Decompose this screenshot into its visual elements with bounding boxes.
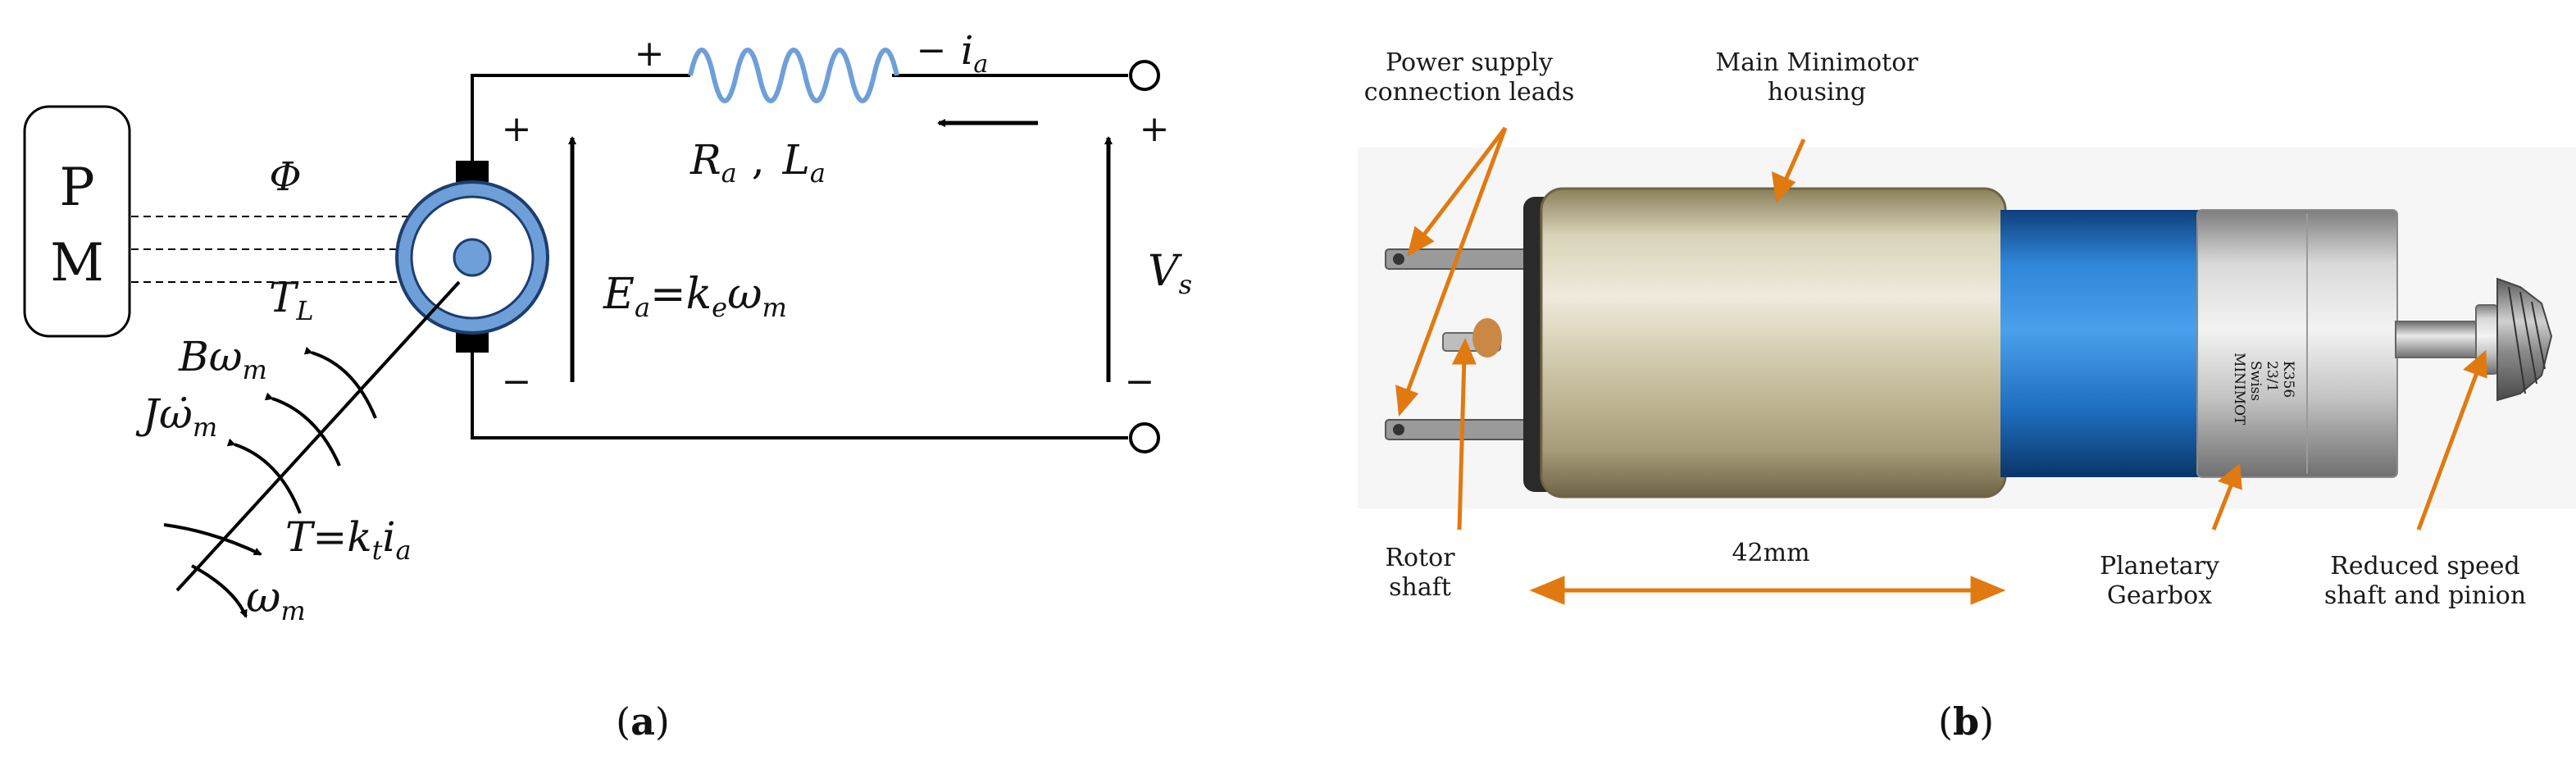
speed-label: ωm [246,573,306,626]
gearbox-steel [2196,209,2398,478]
flux-symbol: Φ [269,154,301,200]
motor-housing [1540,187,2007,499]
source-minus: − [1125,361,1155,403]
pm-top-letter: P [59,157,94,218]
motor-rotor [453,238,492,277]
label-length: 42mm [1732,539,1809,567]
motor-plus: + [502,108,532,150]
load-torque-label: TL [269,274,314,326]
coil-minus: − [917,30,947,71]
source-plus: + [1140,108,1170,150]
caption-b: (b) [1938,699,1994,744]
svg-text:MINIMOT: MINIMOT [2231,353,2247,426]
gearbox-marking: MINIMOT Swiss 23/1 K356 [2231,353,2296,426]
brush-top [456,161,489,182]
pm-block [23,105,131,338]
current-label: ia [961,28,988,79]
vs-label: Vs [1148,247,1192,300]
output-shaft [2395,321,2487,358]
armature-coil [688,48,899,103]
svg-text:K356: K356 [2280,361,2296,398]
svg-text:23/1: 23/1 [2264,361,2280,392]
circuit-wires [471,74,1128,439]
supply-leads [1385,248,1550,440]
torque-equation: T=ktia [285,513,412,566]
panel-a: P M Φ + − ia Ra,La + − [23,28,1192,744]
motor-minus: − [502,361,532,403]
inertia-label: Jω̇m [135,390,217,443]
friction-label: Bωm [178,333,267,385]
pm-bottom-letter: M [50,233,104,294]
gearbox-blue [2000,210,2201,477]
svg-text:Swiss: Swiss [2247,361,2264,401]
emf-equation: Ea=keωm [603,270,787,323]
pinion-gear [2496,277,2553,402]
panel-b: MINIMOT Swiss 23/1 K356 [1358,48,2576,744]
coil-plus: + [635,33,665,75]
terminal-top [1129,60,1160,91]
ra-la-label: Ra,La [690,136,826,189]
annotation-arrows [1395,126,2487,605]
torque-arcs [163,346,377,618]
caption-a: (a) [616,699,670,744]
terminal-bottom [1129,422,1160,453]
brush-bottom [456,331,489,353]
flux-lines [131,216,447,283]
